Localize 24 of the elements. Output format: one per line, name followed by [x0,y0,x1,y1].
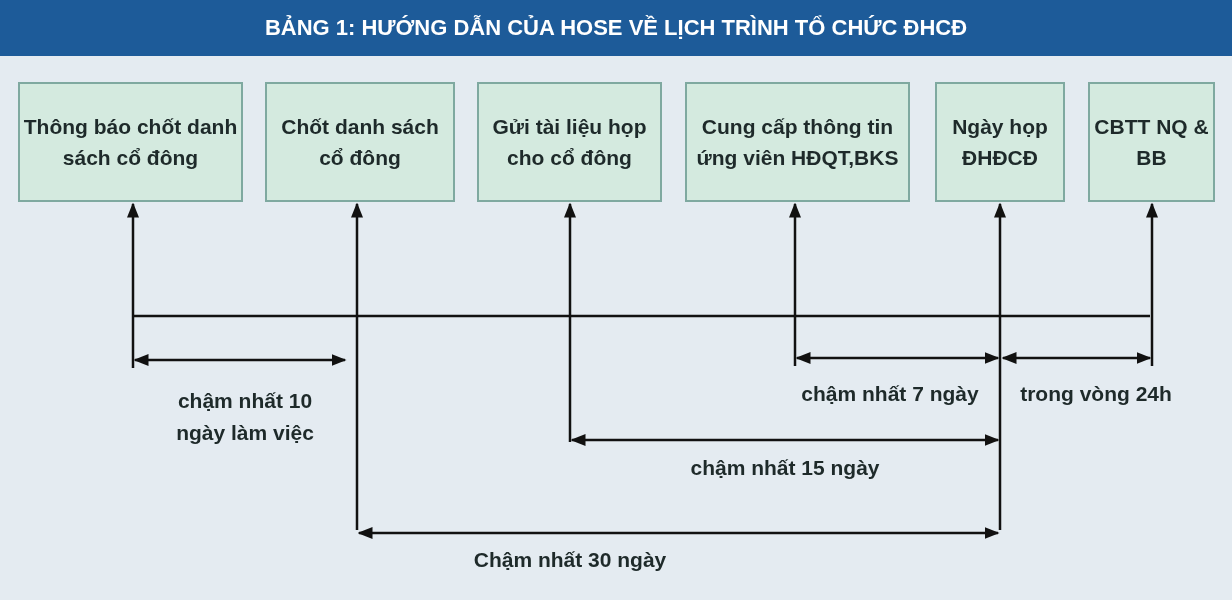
interval-label: chậm nhất 15 ngày [690,455,880,481]
step-text: Cung cấp thông tin ứng viên HĐQT,BKS [695,113,900,171]
arrow [1146,202,1158,366]
step-text: Chốt danh sách cổ đông [280,113,440,171]
arrow [127,202,139,368]
step-text: CBTT NQ & BB [1093,113,1210,171]
arrow [994,202,1006,530]
interval-label: Chậm nhất 30 ngày [473,547,667,573]
step-text: Gửi tài liệu họp cho cổ đông [491,113,648,171]
interval-label: chậm nhất 10 ngày làm việc [175,388,315,446]
interval-label: trong vòng 24h [1020,381,1172,407]
step-box [685,82,910,202]
arrow [564,202,576,442]
arrow [789,202,801,366]
title-banner: BẢNG 1: HƯỚNG DẪN CỦA HOSE VỀ LỊCH TRÌNH TỔ CHỨC ĐHCĐ [0,0,1232,56]
step-text: Ngày họp ĐHĐCĐ [951,113,1049,171]
step-box [477,82,662,202]
step-box [935,82,1065,202]
step-box [265,82,455,202]
step-text: Thông báo chốt danh sách cổ đông [22,113,239,171]
step-box [18,82,243,202]
step-box [1088,82,1215,202]
arrow [351,202,363,530]
interval-label: chậm nhất 7 ngày [801,381,979,407]
